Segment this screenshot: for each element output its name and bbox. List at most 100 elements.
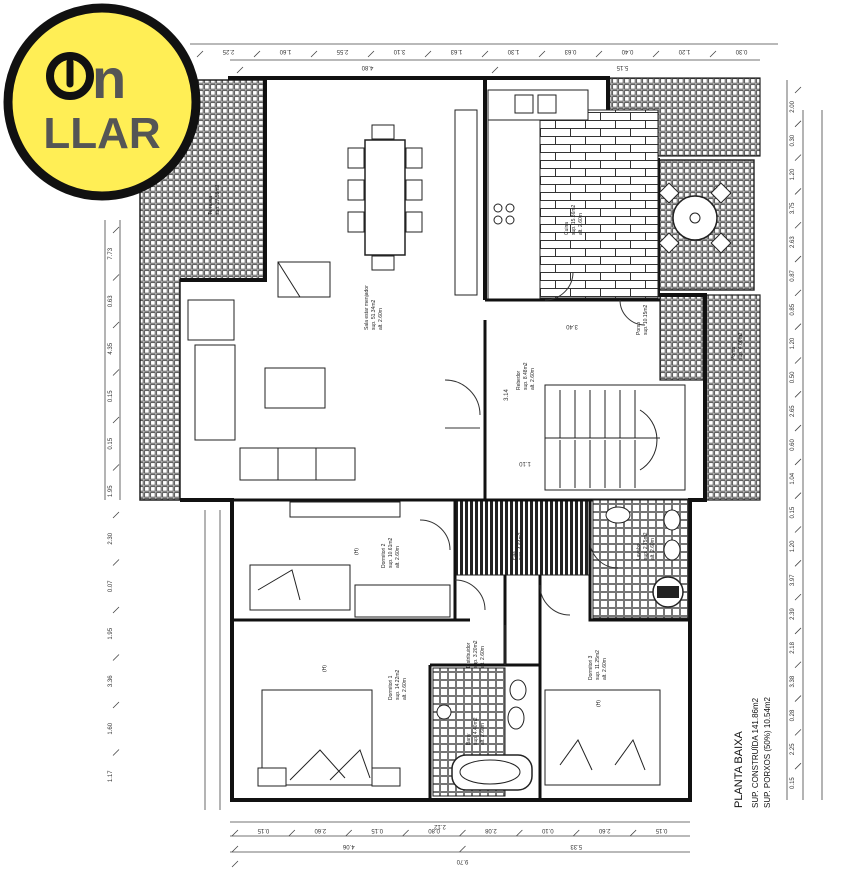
dim-bottom-b-1: 5.33 xyxy=(570,843,582,849)
dim-top-b-tick-0 xyxy=(236,66,244,74)
dim-left-tick-5 xyxy=(112,464,120,471)
dim-right-15: 2.39 xyxy=(790,608,796,620)
room-label-cuina: Cuinasup. 15.86m2alt. 2.60m xyxy=(564,204,584,235)
dim-right-8: 0.50 xyxy=(790,371,796,383)
living-dining xyxy=(187,109,478,481)
dim-top-a-0: 2.25 xyxy=(222,48,234,54)
room-label-dorm1: Dormitori 1sup. 14.22m2alt. 2.60m xyxy=(388,669,408,700)
corridor xyxy=(454,499,591,576)
dim-right-3: 3.75 xyxy=(790,202,796,214)
bed-mark-dorm1: (H) xyxy=(322,665,328,672)
toilet-room xyxy=(592,499,689,619)
dim-top-a-tick-6 xyxy=(538,50,546,58)
dim-right-13: 1.20 xyxy=(790,540,796,552)
dim-left-2: 4.35 xyxy=(108,342,114,354)
dim-left-tick-3 xyxy=(112,369,120,376)
dim-right-tick-9 xyxy=(794,391,802,398)
dim-right-tick-0 xyxy=(794,86,802,94)
dim-left-4: 0.15 xyxy=(108,437,114,449)
dim-bottom-a-1: 2.60 xyxy=(314,827,326,833)
logo-word-top: n xyxy=(92,47,124,110)
dim-bottom-a-tick-6 xyxy=(572,829,580,837)
dim-left-11: 1.17 xyxy=(108,770,114,782)
dim-right-tick-7 xyxy=(794,323,802,330)
logo-word-bottom: LLAR xyxy=(43,109,160,158)
bedroom-1 xyxy=(257,689,401,787)
dim-left-10: 1.60 xyxy=(108,722,114,734)
dim-inner-0: 3.40 xyxy=(566,323,578,329)
dim-right-tick-10 xyxy=(794,424,802,432)
dim-top-a-tick-4 xyxy=(424,50,432,58)
dim-inner-3: 2.12 xyxy=(434,823,446,829)
dim-bottom-a-tick-2 xyxy=(345,829,353,837)
dim-left-tick-1 xyxy=(112,274,120,281)
plan-title-line1: PLANTA BAIXA xyxy=(733,731,745,808)
dim-right-tick-13 xyxy=(794,526,802,533)
dim-bottom-a-0: 0.15 xyxy=(257,827,269,833)
dim-right-tick-20 xyxy=(794,762,802,770)
dim-right-tick-6 xyxy=(794,289,802,297)
bedroom-2 xyxy=(249,501,451,618)
dim-top-a-tick-1 xyxy=(253,50,261,58)
dim-bottom-a-7: 0.15 xyxy=(655,827,667,833)
dim-right-tick-2 xyxy=(794,154,802,161)
plan-title-line2: SUP. CONSTRUÏDA 141.86m2 xyxy=(751,697,760,808)
dim-right-12: 0.15 xyxy=(790,506,796,518)
dim-right-tick-18 xyxy=(794,695,802,702)
dim-right-5: 0.87 xyxy=(790,269,796,281)
dim-top-a-tick-2 xyxy=(310,50,318,58)
bathroom xyxy=(432,667,533,797)
dim-right-6: 0.85 xyxy=(790,303,796,315)
dim-left-tick-9 xyxy=(112,654,120,661)
dim-top-b-1: 5.15 xyxy=(616,64,628,70)
dim-top-a-3: 3.10 xyxy=(393,48,405,54)
dim-top-a-tick-0 xyxy=(196,50,204,58)
onllar-logo: n LLAR xyxy=(3,3,201,201)
dim-top-a-4: 1.63 xyxy=(450,48,462,54)
dim-right-tick-16 xyxy=(794,627,802,635)
room-label-dorm3: Dormitori 3sup. 11.25m2alt. 2.60m xyxy=(588,650,608,680)
room-label-bany: Banysup. 4.40m2alt. 2.60m xyxy=(466,717,486,745)
dim-top-b-0: 4.80 xyxy=(361,64,373,70)
dim-top-a-8: 1.20 xyxy=(678,48,690,54)
dim-right-0: 2.00 xyxy=(790,100,796,112)
room-label-distribuidor: Distribuidorsup. 3.20m2alt. 2.60m xyxy=(466,640,486,668)
dim-bottom-a-tick-1 xyxy=(288,829,296,837)
dim-right-tick-4 xyxy=(794,221,802,229)
dim-right-7: 1.20 xyxy=(790,337,796,349)
dim-left-tick-8 xyxy=(112,606,120,614)
room-label-sala: Sala estar menjadorsup. 51.34m2alt. 2.60… xyxy=(364,285,384,330)
dim-left-tick-7 xyxy=(112,559,120,566)
dim-right-10: 0.60 xyxy=(790,439,796,451)
dim-right-tick-11 xyxy=(794,458,802,466)
dim-inner-1: 1.10 xyxy=(519,460,531,466)
room-label-lavabo: Lavabosup. 2.75m2alt. 2.60m xyxy=(636,532,656,560)
power-icon xyxy=(46,52,94,100)
logo-circle xyxy=(3,3,201,201)
room-label-pas: Passup. 4.64m2 xyxy=(511,532,524,560)
room-label-dorm2: Dormitori 2sup. 10.61m2alt. 2.60m xyxy=(381,537,401,568)
dim-bottom-a-tick-3 xyxy=(402,829,409,837)
dim-bottom-a-5: 0.10 xyxy=(541,827,553,833)
bed-mark-dorm2: (H) xyxy=(354,548,360,555)
room-label-porxo2: Porxosup. 4.60m2 xyxy=(731,332,744,360)
dim-bottom-b-0: 4.06 xyxy=(342,843,354,849)
dim-inner-2: 3.14 xyxy=(504,389,510,401)
dim-top-a-2: 2.55 xyxy=(336,48,348,54)
staircase xyxy=(544,384,686,491)
dim-bottom-b-tick-0 xyxy=(231,845,239,853)
dim-bottom-a-tick-5 xyxy=(516,829,523,837)
room-label-terrassa: Terrassasup. 27.58m2 xyxy=(208,184,221,215)
room-label-rebedor: Rebedorsup. 8.48m2alt. 2.60m xyxy=(516,362,536,390)
dim-top-a-tick-7 xyxy=(595,50,603,58)
dim-left-tick-10 xyxy=(112,701,120,709)
dim-top-a-9: 0.30 xyxy=(735,48,747,54)
dim-top-a-1: 1.60 xyxy=(279,48,291,54)
porch-round-table xyxy=(657,159,755,291)
dim-top-a-tick-8 xyxy=(652,50,660,58)
dim-right-tick-17 xyxy=(794,661,802,669)
dim-bottom-a-tick-7 xyxy=(629,829,637,837)
dim-left-0: 7.73 xyxy=(108,247,114,259)
dim-bottom-c-0: 9.70 xyxy=(456,858,468,864)
